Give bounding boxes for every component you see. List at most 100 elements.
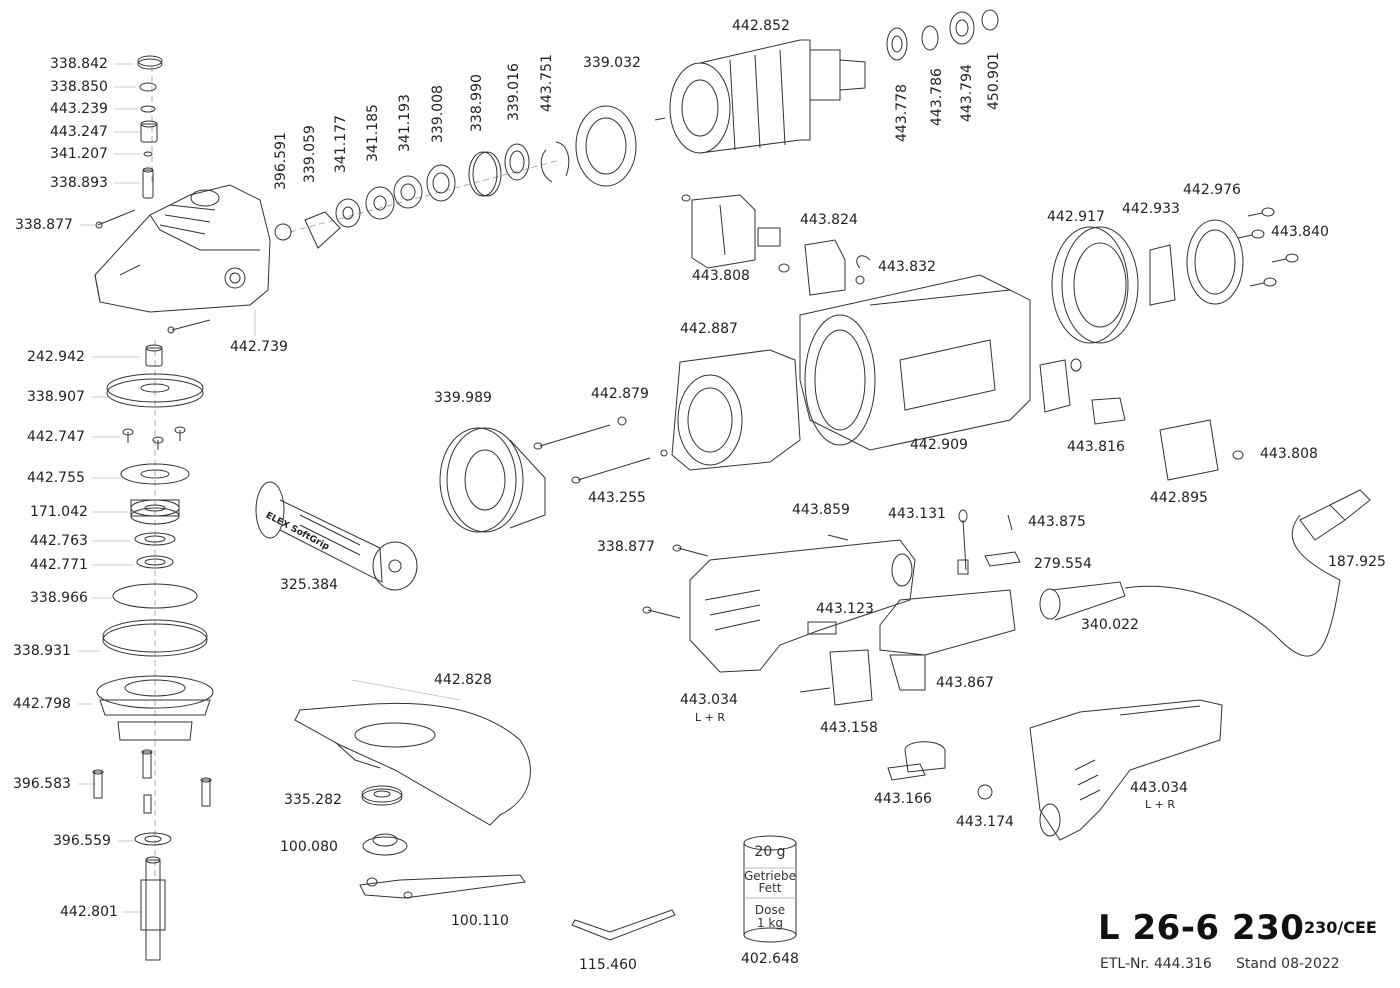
part-label-443816: 443.816 bbox=[1067, 439, 1125, 455]
part-label-339008: 339.008 bbox=[430, 85, 446, 143]
part-label-442763: 442.763 bbox=[30, 533, 88, 549]
part-label-442755: 442.755 bbox=[27, 470, 85, 486]
wheel-guard bbox=[294, 702, 531, 826]
part-label-443158: 443.158 bbox=[820, 720, 878, 736]
part-label-443247: 443.247 bbox=[50, 124, 108, 140]
part-label-339059: 339.059 bbox=[302, 125, 318, 183]
part-label-339989: 339.989 bbox=[434, 390, 492, 406]
part-label-443859: 443.859 bbox=[792, 502, 850, 518]
etl-number: ETL-Nr. 444.316 bbox=[1100, 956, 1212, 972]
part-label-442739: 442.739 bbox=[230, 339, 288, 355]
part-label-396583: 396.583 bbox=[13, 776, 71, 792]
part-label-341193: 341.193 bbox=[397, 94, 413, 152]
part-label-443840: 443.840 bbox=[1271, 224, 1329, 240]
part-label-338931: 338.931 bbox=[13, 643, 71, 659]
part-label-340022: 340.022 bbox=[1081, 617, 1139, 633]
stator bbox=[533, 349, 801, 484]
part-label-450901: 450.901 bbox=[986, 52, 1002, 110]
part-label-443174: 443.174 bbox=[956, 814, 1014, 830]
spindle-stack-parts bbox=[137, 55, 163, 199]
part-label-115460: 115.460 bbox=[579, 957, 637, 973]
part-label-402648: 402.648 bbox=[741, 951, 799, 967]
part-label-338850: 338.850 bbox=[50, 79, 108, 95]
part-label-442976: 442.976 bbox=[1183, 182, 1241, 198]
flange-stack bbox=[92, 344, 214, 961]
part-label-442895: 442.895 bbox=[1150, 490, 1208, 506]
part-label-171042: 171.042 bbox=[30, 504, 88, 520]
can-text-1kg: 1 kg bbox=[756, 916, 783, 930]
part-label-442933: 442.933 bbox=[1122, 201, 1180, 217]
part-label-442798: 442.798 bbox=[13, 696, 71, 712]
part-label-443778: 443.778 bbox=[894, 84, 910, 142]
can-text-fett: Fett bbox=[758, 881, 782, 895]
part-label-187925: 187.925 bbox=[1328, 554, 1386, 570]
brush-holder-parts bbox=[681, 194, 871, 296]
gear-housing bbox=[94, 184, 271, 334]
part-label-443131: 443.131 bbox=[888, 506, 946, 522]
part-label-338877: 338.877 bbox=[15, 217, 73, 233]
part-label-443255: 443.255 bbox=[588, 490, 646, 506]
motor-half-housing bbox=[642, 534, 916, 673]
part-label-443824: 443.824 bbox=[800, 212, 858, 228]
part-label-338842: 338.842 bbox=[50, 56, 108, 72]
part-label-443808: 443.808 bbox=[692, 268, 750, 284]
motor-housing bbox=[799, 274, 1031, 451]
part-label-443786: 443.786 bbox=[929, 68, 945, 126]
part-label-443751: 443.751 bbox=[539, 54, 555, 112]
fan-baffle bbox=[439, 427, 546, 533]
part-label-443034-b: 443.034 bbox=[1130, 780, 1188, 796]
part-label-443166: 443.166 bbox=[874, 791, 932, 807]
switch-parts bbox=[1039, 358, 1244, 481]
assembly-axes bbox=[151, 66, 561, 880]
revision-date: Stand 08-2022 bbox=[1236, 956, 1340, 972]
part-label-338877-b: 338.877 bbox=[597, 539, 655, 555]
part-label-442771: 442.771 bbox=[30, 557, 88, 573]
part-label-242942: 242.942 bbox=[27, 349, 85, 365]
part-label-443832: 443.832 bbox=[878, 259, 936, 275]
grease-can bbox=[743, 835, 797, 943]
voltage-variant: 230/CEE bbox=[1304, 918, 1377, 937]
part-sublabel-443034: L + R bbox=[695, 711, 725, 724]
switch-module bbox=[799, 509, 1021, 706]
side-handle bbox=[255, 481, 418, 591]
part-label-443867: 443.867 bbox=[936, 675, 994, 691]
part-label-341177: 341.177 bbox=[333, 115, 349, 173]
shaft-parts bbox=[274, 105, 637, 249]
part-label-279554: 279.554 bbox=[1034, 556, 1092, 572]
part-label-100080: 100.080 bbox=[280, 839, 338, 855]
power-cable bbox=[1039, 489, 1371, 657]
part-label-442909: 442.909 bbox=[910, 437, 968, 453]
part-label-338990: 338.990 bbox=[469, 74, 485, 132]
part-label-341207: 341.207 bbox=[50, 146, 108, 162]
part-label-335282: 335.282 bbox=[284, 792, 342, 808]
handle-housing-right bbox=[1029, 699, 1223, 841]
can-weight: 20 g bbox=[754, 844, 786, 860]
part-label-396591: 396.591 bbox=[273, 132, 289, 190]
armature bbox=[654, 9, 999, 154]
part-label-396559: 396.559 bbox=[53, 833, 111, 849]
part-label-443239: 443.239 bbox=[50, 101, 108, 117]
part-label-443794: 443.794 bbox=[959, 64, 975, 122]
part-label-443034: 443.034 bbox=[680, 692, 738, 708]
hex-key bbox=[571, 909, 676, 941]
part-label-442747: 442.747 bbox=[27, 429, 85, 445]
leader-lines bbox=[78, 63, 461, 913]
part-label-339032: 339.032 bbox=[583, 55, 641, 71]
part-label-442917: 442.917 bbox=[1047, 209, 1105, 225]
part-label-443123: 443.123 bbox=[816, 601, 874, 617]
cable-clamp-parts bbox=[887, 741, 993, 800]
part-label-338907: 338.907 bbox=[27, 389, 85, 405]
part-label-341185: 341.185 bbox=[365, 104, 381, 162]
part-label-339016: 339.016 bbox=[506, 63, 522, 121]
can-text-dose: Dose bbox=[754, 903, 786, 917]
part-sublabel-443034-b: L + R bbox=[1145, 798, 1175, 811]
pin-spanner bbox=[359, 874, 526, 899]
model-title: L 26-6 230 bbox=[1098, 908, 1305, 948]
part-label-442852: 442.852 bbox=[732, 18, 790, 34]
clamping-nut bbox=[361, 785, 408, 856]
part-label-443875: 443.875 bbox=[1028, 514, 1086, 530]
part-label-442828: 442.828 bbox=[434, 672, 492, 688]
part-label-442879: 442.879 bbox=[591, 386, 649, 402]
